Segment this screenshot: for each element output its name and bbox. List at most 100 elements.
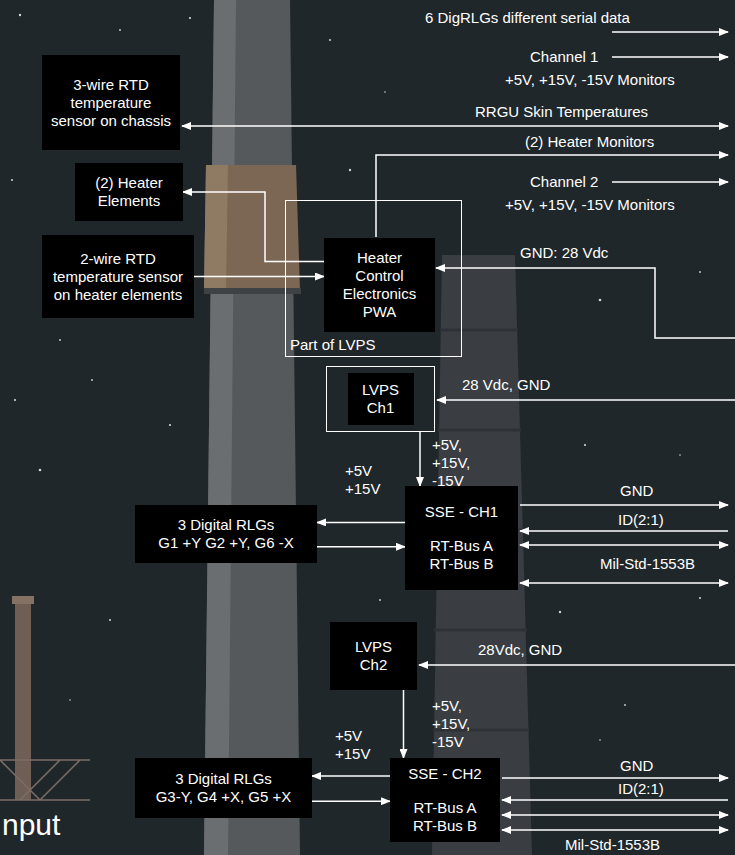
connector-arrow bbox=[317, 522, 405, 524]
connector-arrow bbox=[403, 690, 405, 758]
rocket-illustration bbox=[204, 0, 301, 855]
box-text: SSE - CH1 bbox=[425, 503, 498, 521]
signal-line bbox=[502, 829, 728, 831]
signal-label: ID(2:1) bbox=[618, 511, 664, 529]
channel-label: Channel 1 bbox=[530, 48, 598, 66]
signal-label: ID(2:1) bbox=[618, 780, 664, 798]
signal-line bbox=[437, 399, 735, 401]
star bbox=[11, 179, 13, 181]
box-text: 3 Digital RLGs bbox=[178, 516, 275, 534]
signal-line bbox=[520, 530, 728, 532]
signal-line bbox=[612, 56, 728, 58]
star bbox=[169, 424, 171, 426]
box-text: Heater Control Electronics PWA bbox=[334, 249, 425, 321]
connector-arrow bbox=[312, 775, 390, 777]
star bbox=[189, 17, 191, 19]
power-label: 28Vdc, GND bbox=[478, 641, 562, 659]
star bbox=[624, 704, 626, 706]
group-frame: Part of LVPS Heater Control Electronics P… bbox=[285, 200, 462, 357]
star bbox=[329, 39, 331, 41]
pole-illustration bbox=[0, 760, 90, 800]
signal-line bbox=[182, 32, 735, 830]
star bbox=[69, 699, 71, 701]
star bbox=[14, 399, 16, 401]
background-text: nput bbox=[2, 808, 60, 842]
signal-line bbox=[612, 31, 728, 33]
box-text: RT-Bus A bbox=[430, 537, 493, 555]
signal-line bbox=[612, 181, 728, 183]
rocket-illustration bbox=[204, 288, 301, 294]
box-text: G3-Y, G4 +X, G5 +X bbox=[156, 788, 292, 806]
box-text: RT-Bus B bbox=[413, 817, 477, 835]
heater-box: (2) Heater Elements bbox=[75, 163, 183, 221]
box-text: 2-wire RTD temperature sensor on heater … bbox=[50, 250, 186, 304]
gyro-box: 3 Digital RLGsG1 +Y G2 +Y, G6 -X bbox=[135, 505, 317, 563]
channel-label: Channel 2 bbox=[530, 173, 598, 191]
pole-illustration bbox=[12, 596, 34, 604]
signal-label: GND bbox=[620, 482, 653, 500]
signal-line bbox=[182, 125, 728, 127]
box-text: SSE - CH2 bbox=[408, 765, 481, 783]
signal-line bbox=[520, 544, 728, 546]
power-supply-box: LVPS Ch1 bbox=[326, 366, 435, 432]
star bbox=[699, 271, 701, 273]
rocket-illustration bbox=[204, 165, 228, 290]
box-text: 3-wire RTD temperature sensor on chassis bbox=[50, 76, 172, 130]
rocket-illustration bbox=[204, 0, 300, 855]
voltage-label: +5V +15V bbox=[345, 462, 380, 498]
signal-line bbox=[419, 664, 735, 666]
bus-label: Mil-Std-1553B bbox=[600, 555, 695, 573]
group-label: Part of LVPS bbox=[290, 336, 376, 354]
power-label: GND: 28 Vdc bbox=[520, 244, 608, 262]
star bbox=[384, 91, 386, 93]
star bbox=[349, 169, 351, 171]
signal-label: 6 DigRLGs different serial data bbox=[425, 9, 630, 27]
signal-label: RRGU Skin Temperatures bbox=[475, 103, 648, 121]
star bbox=[599, 299, 602, 302]
rocket-illustration bbox=[204, 0, 236, 855]
signal-line bbox=[502, 814, 728, 816]
gyro-box: 3 Digital RLGsG3-Y, G4 +X, G5 +X bbox=[135, 758, 312, 818]
signal-label: (2) Heater Monitors bbox=[525, 133, 654, 151]
power-supply-box: LVPS Ch2 bbox=[330, 622, 417, 690]
star bbox=[584, 444, 586, 446]
voltage-label: +5V, +15V, -15V bbox=[432, 697, 470, 751]
signal-line bbox=[520, 504, 728, 506]
signal-label: +5V, +15V, -15V Monitors bbox=[505, 196, 675, 214]
connector-arrow bbox=[317, 546, 405, 548]
star bbox=[119, 29, 121, 31]
star bbox=[19, 14, 21, 16]
sensor-box: 2-wire RTD temperature sensor on heater … bbox=[42, 235, 194, 318]
pole-illustration bbox=[15, 600, 31, 800]
power-supply-core: LVPS Ch1 bbox=[348, 373, 414, 425]
signal-line bbox=[502, 777, 728, 779]
box-text: LVPS Ch2 bbox=[346, 638, 401, 674]
star bbox=[91, 379, 93, 381]
signal-line bbox=[436, 268, 735, 338]
box-text: RT-Bus B bbox=[430, 555, 494, 573]
box-text: (2) Heater Elements bbox=[83, 174, 175, 210]
electronics-box: Heater Control Electronics PWA bbox=[324, 238, 435, 332]
signal-line bbox=[520, 582, 728, 584]
bus-label: Mil-Std-1553B bbox=[565, 836, 660, 854]
electronics-box: SSE - CH2RT-Bus ART-Bus B bbox=[390, 758, 500, 842]
star bbox=[11, 14, 701, 741]
voltage-label: +5V +15V bbox=[335, 727, 370, 763]
box-text: G1 +Y G2 +Y, G6 -X bbox=[158, 534, 293, 552]
star bbox=[559, 611, 561, 613]
box-text: RT-Bus A bbox=[413, 799, 476, 817]
star bbox=[59, 339, 61, 341]
sensor-box: 3-wire RTD temperature sensor on chassis bbox=[42, 55, 180, 150]
voltage-label: +5V, +15V, -15V bbox=[432, 436, 470, 490]
signal-label: GND bbox=[620, 757, 653, 775]
star bbox=[699, 597, 701, 599]
star bbox=[599, 739, 601, 741]
electronics-box: SSE - CH1RT-Bus ART-Bus B bbox=[405, 486, 518, 590]
star bbox=[109, 619, 111, 621]
signal-line bbox=[502, 799, 728, 801]
star bbox=[679, 454, 681, 456]
signal-line bbox=[376, 155, 728, 237]
connector-arrow bbox=[194, 276, 324, 278]
